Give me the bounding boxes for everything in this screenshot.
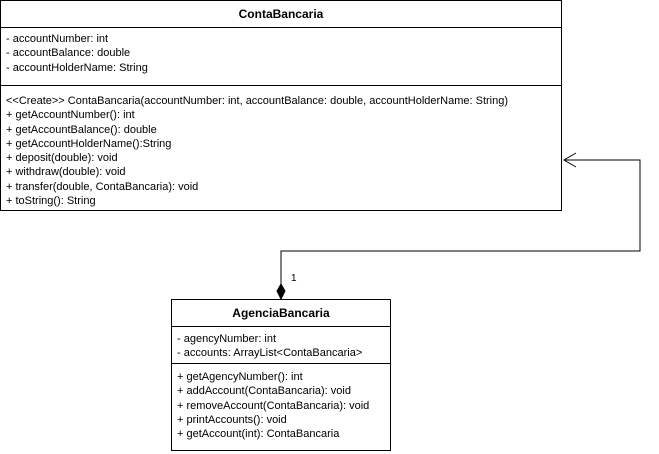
operations-section: + getAgencyNumber(): int + addAccount(Co… <box>172 364 390 441</box>
operation: + getAccountHolderName():String <box>6 137 172 150</box>
operation: + addAccount(ContaBancaria): void <box>177 385 351 398</box>
operation: <<Create>> ContaBancaria(accountNumber: … <box>6 95 509 107</box>
operation: + deposit(double): void <box>6 152 118 165</box>
composition-diamond-icon <box>276 282 286 301</box>
operation: + removeAccount(ContaBancaria): void <box>177 399 370 412</box>
operations-section: <<Create>> ContaBancaria(accountNumber: … <box>1 86 561 208</box>
operation: + transfer(double, ContaBancaria): void <box>6 180 199 193</box>
attribute: - agencyNumber: int <box>177 333 277 345</box>
attribute: - accountNumber: int <box>6 33 109 45</box>
attribute: - accounts: ArrayList<ContaBancaria> <box>177 347 363 360</box>
operation: + withdraw(double): void <box>6 166 126 179</box>
class-name: ContaBancaria <box>1 1 561 28</box>
class-name: AgenciaBancaria <box>172 300 390 327</box>
operation: + getAccountNumber(): int <box>6 109 135 122</box>
attributes-section: - accountNumber: int - accountBalance: d… <box>1 28 561 86</box>
operation: + getAccount(int): ContaBancaria <box>177 428 340 441</box>
attributes-section: - agencyNumber: int - accounts: ArrayLis… <box>172 327 390 364</box>
operation: + getAgencyNumber(): int <box>177 371 303 383</box>
attribute: - accountHolderName: String <box>6 61 148 74</box>
class-conta-bancaria[interactable]: ContaBancaria - accountNumber: int - acc… <box>0 0 562 211</box>
class-agencia-bancaria[interactable]: AgenciaBancaria - agencyNumber: int - ac… <box>171 299 391 451</box>
open-arrowhead-icon <box>563 152 577 168</box>
operation: + getAccountBalance(): double <box>6 123 157 136</box>
attribute: - accountBalance: double <box>6 47 131 60</box>
multiplicity-label: 1 <box>291 273 297 284</box>
operation: + toString(): String <box>6 195 96 208</box>
operation: + printAccounts(): void <box>177 413 287 426</box>
connector-line <box>280 159 641 284</box>
